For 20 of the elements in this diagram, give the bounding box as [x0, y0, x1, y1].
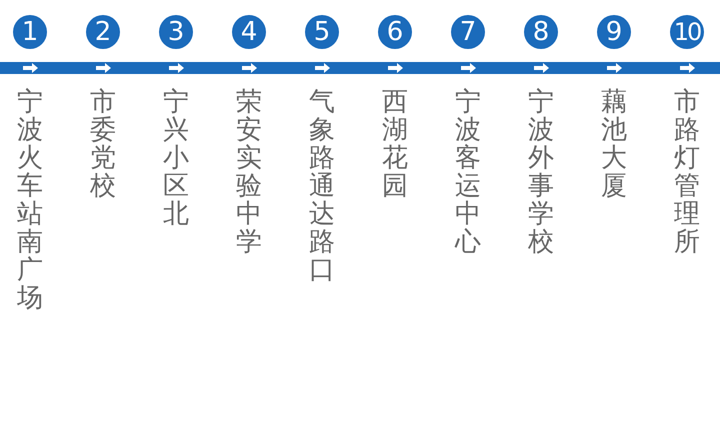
stop-number-circle: 1 — [13, 15, 47, 49]
stop-name: 市委党校 — [89, 88, 117, 200]
stop-name: 气象路通达路口 — [308, 88, 336, 284]
stop-number-circle: 3 — [159, 15, 193, 49]
stop-number-circle: 7 — [451, 15, 485, 49]
stop-name: 市路灯管理所 — [673, 88, 701, 256]
stop-name: 宁波外事学校 — [527, 88, 555, 256]
stop-number-circle: 6 — [378, 15, 412, 49]
stop-number-circle: 4 — [232, 15, 266, 49]
stop-number-circle: 9 — [597, 15, 631, 49]
stop-number-circle: 5 — [305, 15, 339, 49]
stop-name: 西湖花园 — [381, 88, 409, 200]
stop-name: 藕池大厦 — [600, 88, 628, 200]
stop-number-circle: 2 — [86, 15, 120, 49]
stop-name: 宁兴小区北 — [162, 88, 190, 228]
stop-name: 宁波火车站南广场 — [16, 88, 44, 312]
stop-number-circle: 10 — [670, 15, 704, 49]
stop-name: 宁波客运中心 — [454, 88, 482, 256]
stop-name: 荣安实验中学 — [235, 88, 263, 256]
stop-number-circle: 8 — [524, 15, 558, 49]
